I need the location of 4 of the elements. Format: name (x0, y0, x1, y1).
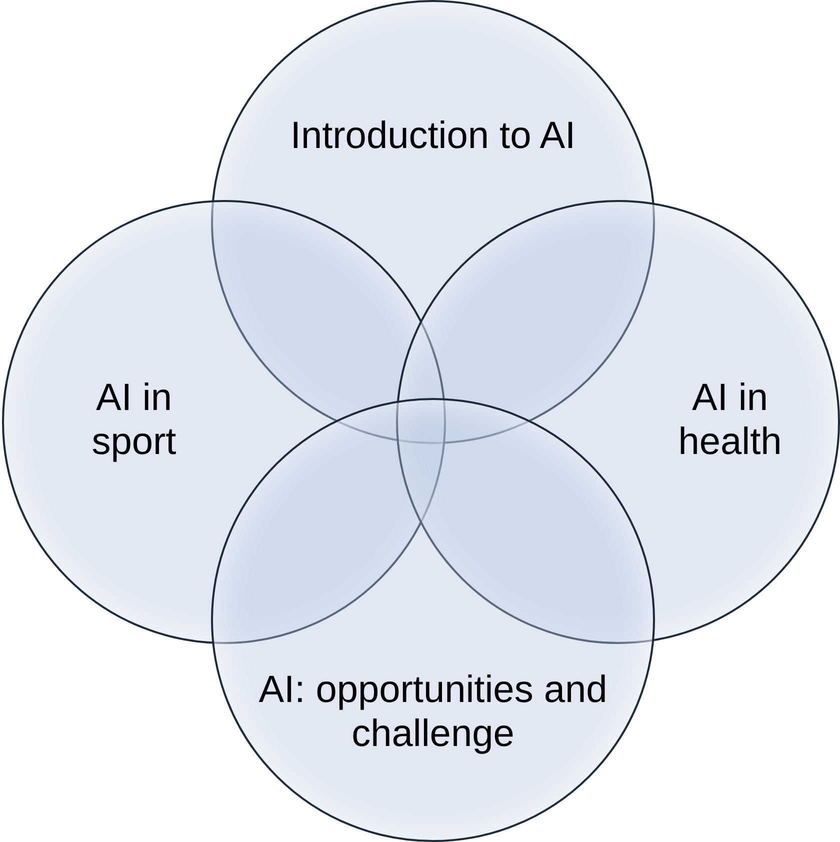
circle-label: Introduction to AI (289, 114, 577, 158)
circle-label: AI in health (677, 376, 783, 464)
circle-label: AI: opportunities and challenge (258, 668, 608, 756)
circle-label: AI in sport (90, 376, 178, 464)
